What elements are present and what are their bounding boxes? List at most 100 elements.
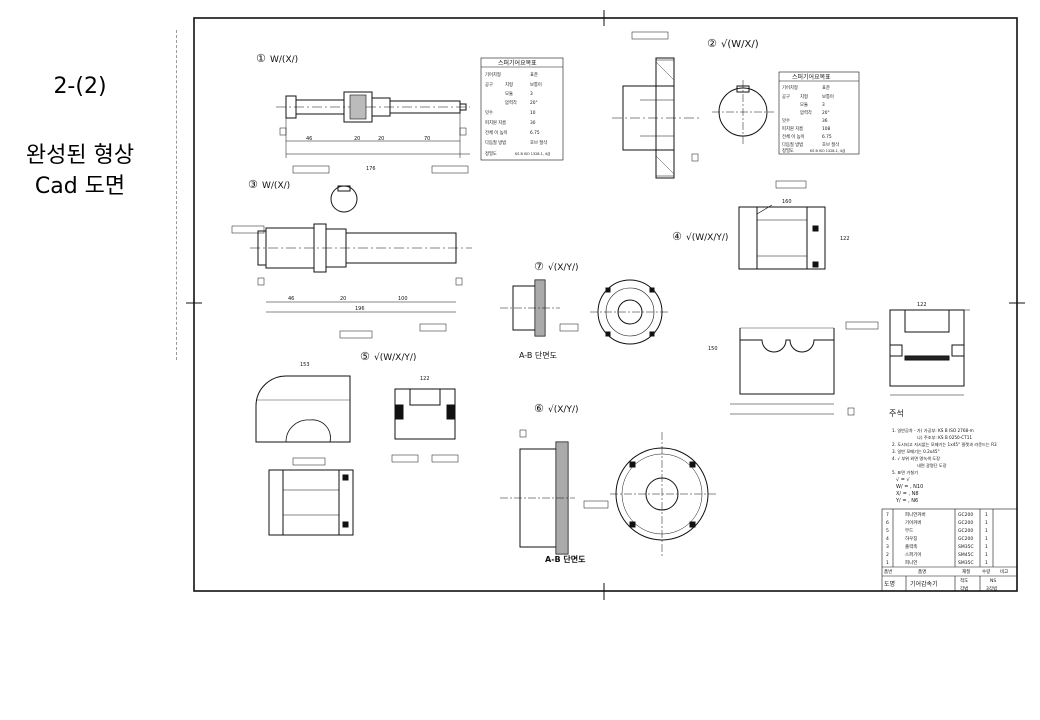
- gear-table-r7c2: 호브 절삭: [530, 139, 547, 146]
- part-7-no: 7: [886, 512, 889, 518]
- view-1-number: ①: [256, 52, 266, 65]
- parts-header-qty: 수량: [982, 568, 990, 575]
- part-3-no: 3: [886, 544, 889, 550]
- part-2-name: 스퍼기어: [905, 551, 922, 558]
- view-6-symbol: √(X/Y/): [548, 404, 579, 415]
- dim-153: 153: [300, 362, 310, 368]
- gear-table2-r0c2: 표준: [822, 85, 830, 91]
- part-6-name: 기어커버: [905, 519, 922, 526]
- title-block-method: 3각법: [986, 585, 997, 592]
- view-4-housing: [730, 180, 879, 416]
- gear-table-r8c2: KS B ISO 1328-1, 4급: [515, 152, 550, 156]
- part-2-mat: SM45C: [958, 552, 974, 558]
- part-6-mat: GC200: [958, 520, 973, 526]
- parts-header-mat: 재질: [962, 568, 970, 575]
- gear-table-r3c2: 20°: [530, 100, 538, 106]
- part-7-name: 피니언커버: [905, 511, 926, 518]
- parts-list-table: [881, 508, 1018, 592]
- gear-table2-r1c1: 치형: [800, 93, 808, 100]
- roughness-4: Y/ = , N6: [895, 498, 918, 504]
- view-7-pinion-cover: [500, 279, 670, 345]
- dim-20c: 20: [340, 296, 346, 302]
- part-7-mat: GC200: [958, 512, 973, 518]
- gear-table2-r1c2: 보통이: [822, 93, 834, 100]
- view-3-symbol: W/(X/): [262, 181, 290, 191]
- dim-122: 122: [840, 236, 850, 242]
- note-line-4: 3. 일반 모떼기는 0.2x45°: [892, 448, 940, 455]
- spur-gear-table-1: [480, 57, 564, 161]
- part-4-qty: 1: [985, 536, 988, 542]
- view-7-number: ⑦: [534, 260, 544, 273]
- part-5-no: 5: [886, 528, 889, 534]
- caption-line-2: Cad 도면: [34, 174, 126, 199]
- section-number: 2-(2): [53, 74, 107, 99]
- part-5-mat: GC200: [958, 528, 973, 534]
- gear-table2-r5c0: 피치원 지름: [782, 125, 803, 132]
- parts-header-name: 품명: [918, 568, 926, 575]
- view-3-number: ③: [248, 178, 258, 191]
- view-4-symbol: √(W/X/Y/): [686, 232, 728, 243]
- gear-table-r4c0: 잇수: [485, 109, 493, 116]
- view-1-pinion-shaft: [276, 91, 470, 174]
- dim-122c: 122: [917, 302, 927, 308]
- part-3-qty: 1: [985, 544, 988, 550]
- gear-table2-r2c1: 모듈: [800, 102, 808, 108]
- dim-176: 176: [366, 166, 376, 172]
- part-1-mat: SM35C: [958, 560, 974, 566]
- view-2-symbol: √(W/X/): [721, 39, 759, 50]
- part-7-qty: 1: [985, 512, 988, 518]
- gear-table-r0c2: 표준: [530, 72, 538, 78]
- gear-table-r0c0: 기어치형: [485, 71, 501, 78]
- part-2-qty: 1: [985, 552, 988, 558]
- gear-table2-r8c2: KS B ISO 1328-1, 4급: [810, 149, 845, 153]
- gear-table2-r2c2: 3: [822, 102, 825, 108]
- part-1-qty: 1: [985, 560, 988, 566]
- dim-20b: 20: [378, 136, 384, 142]
- caption-line-1: 완성된 형상: [25, 143, 135, 168]
- dim-122b: 122: [420, 376, 430, 382]
- drawing-border: [193, 17, 1018, 592]
- part-5-name: 무드: [905, 528, 913, 534]
- view-5-symbol: √(W/X/Y/): [374, 352, 416, 363]
- title-block-name: 기어감속기: [910, 580, 938, 588]
- gear-table2-r7c0: 다듬질 방법: [782, 141, 803, 148]
- roughness-3: X/ = , N8: [896, 491, 919, 497]
- view-6-number: ⑥: [534, 402, 544, 415]
- gear-table-title: 스퍼기어요목표: [498, 59, 537, 67]
- gear-table-r5c2: 30: [530, 120, 536, 126]
- part-3-name: 출력축: [905, 543, 917, 550]
- note-line-7: 5. 표면 거칠기: [892, 469, 918, 476]
- gear-table2-title: 스퍼기어요목표: [792, 73, 831, 81]
- note-line-3: 2. 도시되고 지시없는 모떼기는 1x45° 필렛과 라운드는 R3: [892, 441, 997, 448]
- parts-header-note: 비고: [1000, 568, 1008, 575]
- gear-table2-r5c2: 108: [822, 126, 830, 132]
- part-6-qty: 1: [985, 520, 988, 526]
- note-line-1: 1. 일반공차 - 가) 가공부: KS B ISO 2768-m: [892, 427, 974, 434]
- dim-46: 46: [306, 136, 312, 142]
- view-6-gear-cover: [500, 429, 716, 556]
- gear-table-r1c2: 보통이: [530, 81, 542, 88]
- gear-table2-r1c0: 공구: [782, 94, 790, 100]
- dim-100: 100: [398, 296, 408, 302]
- view-4-side: [889, 309, 970, 396]
- notes-title: 주석: [889, 408, 904, 418]
- gear-table-r6c2: 6.75: [530, 130, 540, 136]
- part-3-mat: SM35C: [958, 544, 974, 550]
- part-2-no: 2: [886, 552, 889, 558]
- note-line-5: 4. √ 부위 외면 명녹색 도장: [892, 455, 940, 462]
- gear-table2-r4c2: 36: [822, 118, 828, 124]
- slide-divider: [176, 30, 177, 360]
- gear-table2-r6c0: 전체 이 높이: [782, 133, 805, 140]
- gear-table-r5c0: 피치원 지름: [485, 119, 506, 126]
- dim-46b: 46: [288, 296, 294, 302]
- view-1-symbol: W/(X/): [270, 55, 298, 65]
- parts-header-no: 품번: [884, 568, 892, 575]
- view-5-number: ⑤: [360, 350, 370, 363]
- gear-table-r3c1: 압력각: [505, 99, 517, 106]
- view-2-spur-gear: [612, 31, 774, 179]
- section-label-7: A-B 단면도: [519, 350, 557, 360]
- gear-table-r8c0: 정밀도: [485, 150, 497, 157]
- note-line-2: 나) 주조부: KS B 0250-CT11: [917, 434, 972, 441]
- gear-table-r2c2: 3: [530, 91, 533, 97]
- dim-20a: 20: [354, 136, 360, 142]
